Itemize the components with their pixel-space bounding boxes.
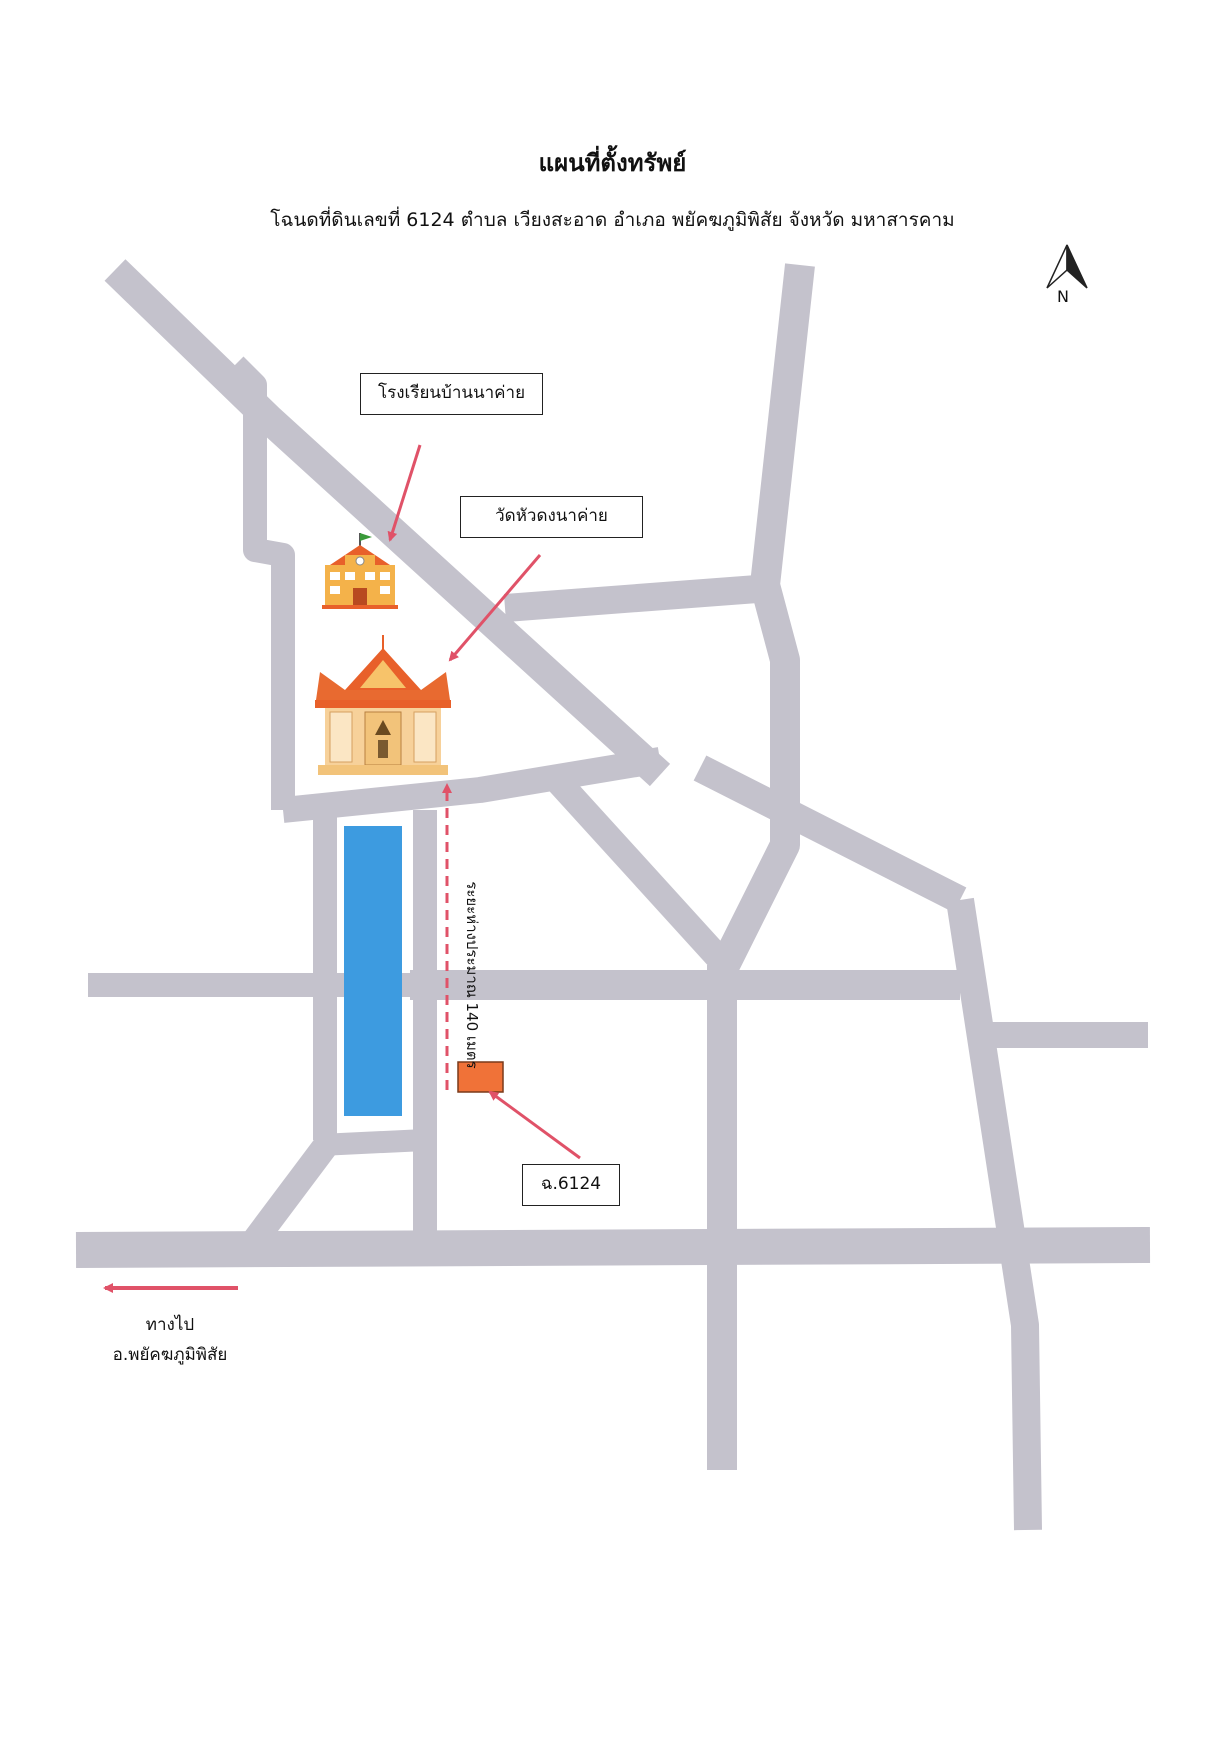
direction-line-2: อ.พยัคฆภูมิพิสัย — [112, 1345, 228, 1365]
parcel-arrow — [488, 1090, 581, 1160]
direction-text: ทางไป อ.พยัคฆภูมิพิสัย — [85, 1310, 255, 1370]
map-subtitle: โฉนดที่ดินเลขที่ 6124 ตำบล เวียงสะอาด อำ… — [270, 209, 955, 231]
road-bottom-main — [75, 1227, 1151, 1268]
road-top-connector — [503, 574, 772, 622]
temple-icon — [315, 635, 451, 775]
road-far-right — [946, 897, 1042, 1531]
distance-label: ระยะห่างประมาณ 140 เมตร — [463, 881, 481, 1069]
north-arrow-icon — [1046, 244, 1088, 289]
parcel-label: ฉ.6124 — [522, 1164, 620, 1206]
pond — [344, 826, 402, 1116]
road-block-left — [226, 356, 295, 810]
road-under-temple — [281, 747, 663, 823]
map-title: แผนที่ตั้งทรัพย์ — [538, 149, 687, 177]
road-diagonal — [104, 259, 671, 787]
school-arrow — [387, 444, 422, 542]
north-label: N — [1057, 287, 1069, 306]
temple-arrow — [448, 554, 542, 662]
school-icon — [322, 533, 398, 609]
school-label: โรงเรียนบ้านนาค่าย — [360, 373, 543, 415]
road-sw-diagonal — [244, 1132, 341, 1248]
road-east-diagonal — [693, 755, 967, 913]
direction-line-1: ทางไป — [145, 1315, 195, 1335]
parcel-6124 — [457, 1061, 504, 1093]
road-right-vertical — [711, 263, 815, 972]
road-mid-diagonal — [545, 769, 735, 974]
road-pond-bottom — [319, 1129, 426, 1156]
temple-label: วัดหัวดงนาค่าย — [460, 496, 643, 538]
